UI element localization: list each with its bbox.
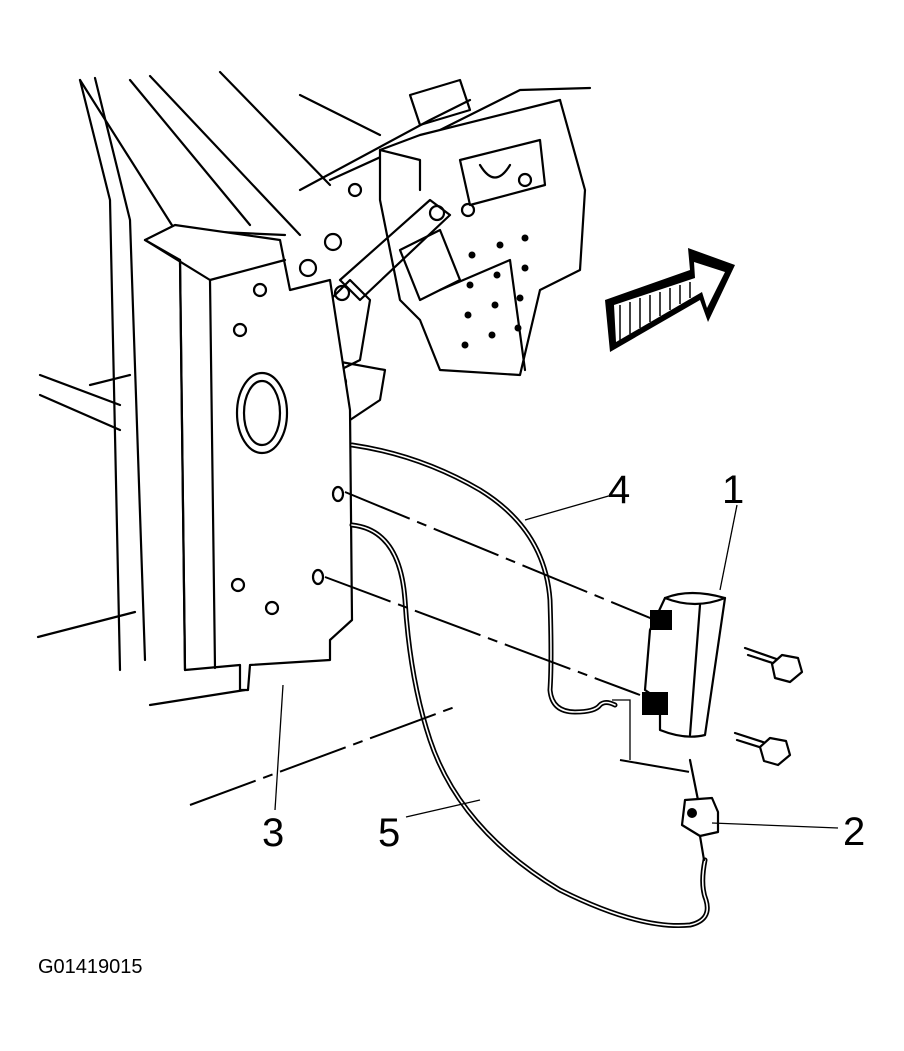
forward-arrow-icon [605, 248, 735, 352]
callout-5: 5 [378, 811, 400, 855]
callout-3: 3 [262, 811, 284, 855]
leader-lines [274, 494, 839, 829]
connector [680, 758, 720, 862]
vehicle-body-structure [36, 70, 592, 707]
callout-4: 4 [608, 468, 630, 512]
check-bracket [642, 591, 727, 738]
hinge-bracket [298, 78, 587, 422]
bracket-holes [461, 234, 529, 349]
figure-id: G01419015 [38, 956, 143, 978]
bolt-lower [733, 731, 792, 767]
callout-1: 1 [722, 468, 744, 512]
bolt-upper [743, 646, 804, 684]
oval-cutout [235, 371, 289, 455]
hinge-pillar [143, 223, 354, 692]
door-check-cable [349, 522, 710, 929]
door-wiring-harness [349, 442, 631, 760]
callout-2: 2 [843, 810, 865, 854]
alignment-lines [189, 491, 691, 806]
